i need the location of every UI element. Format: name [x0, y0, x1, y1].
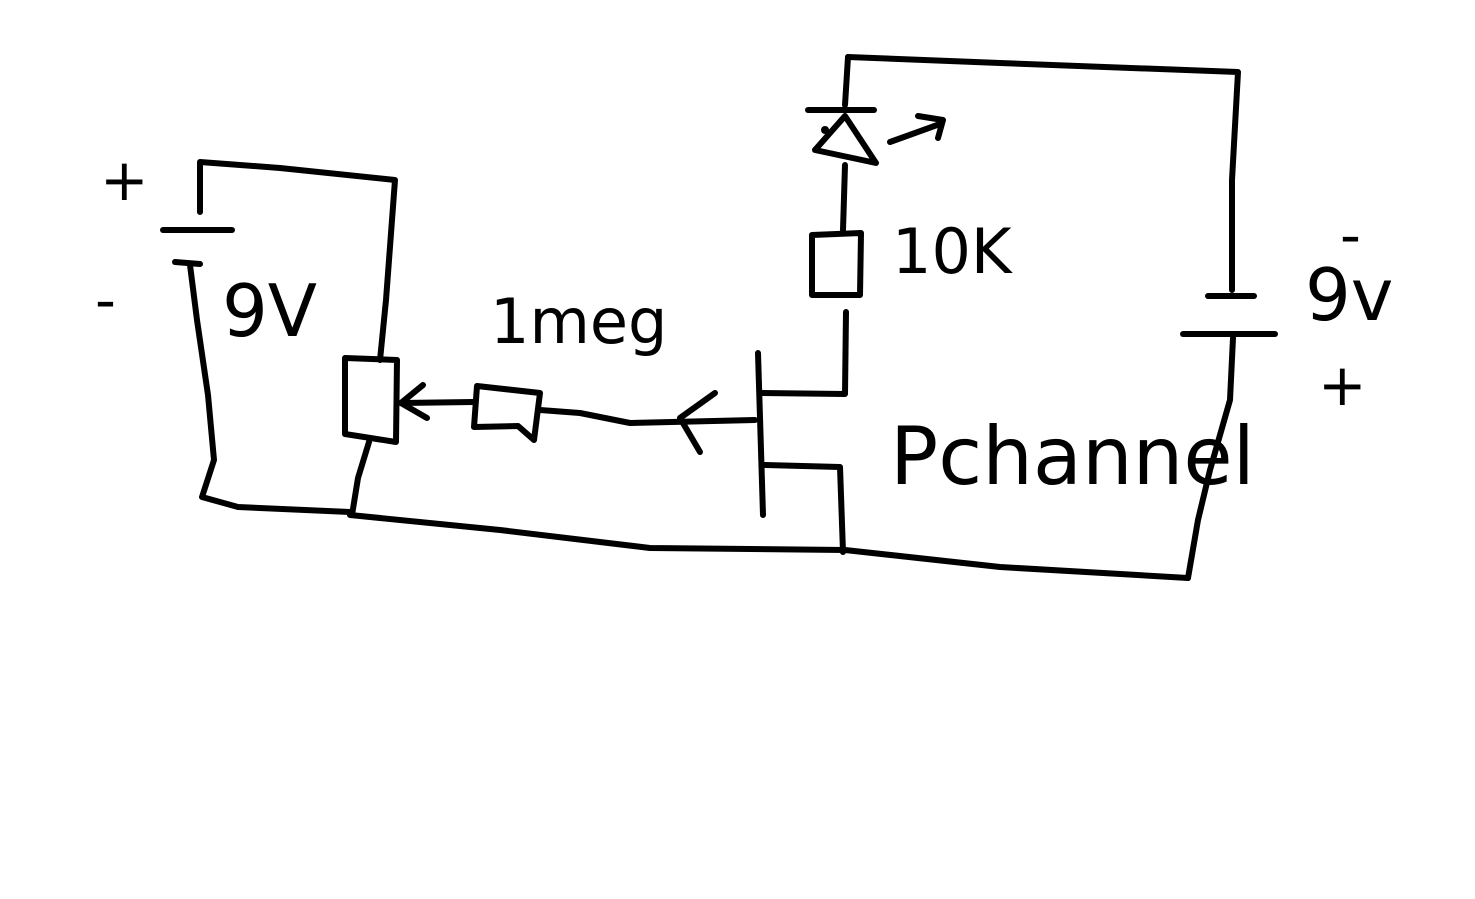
gate-wire-right: [537, 407, 758, 426]
gate-arrow: [677, 390, 718, 455]
led: [805, 54, 946, 166]
resistor-10k-label: 10K: [892, 215, 1013, 288]
led-dot: [821, 126, 829, 134]
left-battery-positive-label: +: [100, 146, 149, 214]
gate-wire-left: [398, 399, 476, 406]
left-battery-voltage-label: 9V: [222, 269, 317, 353]
resistor-10k: [809, 162, 864, 298]
mosfet-gate-plate: [755, 350, 766, 518]
right-battery-positive-label: +: [1318, 351, 1367, 419]
right-top-wire: [845, 54, 1241, 293]
right-battery-circuit: [845, 54, 1278, 581]
p-channel-mosfet: [755, 309, 849, 555]
left-battery-bottom-wire: [187, 262, 353, 515]
potentiometer: [342, 355, 430, 518]
led-emission-arrow: [887, 113, 946, 145]
led-triangle: [812, 113, 879, 166]
potentiometer-lower-lead: [349, 439, 372, 518]
resistor-10k-top-lead: [840, 162, 848, 233]
mosfet-source-lead: [762, 462, 846, 555]
led-top-lead: [842, 54, 851, 108]
right-side-wire: [1185, 335, 1236, 581]
left-battery-circuit: [160, 159, 398, 515]
gate-resistor: [398, 383, 758, 455]
resistor-1meg-label: 1meg: [490, 285, 667, 358]
left-battery-short-plate: [172, 259, 203, 267]
resistor-1meg-body: [471, 383, 543, 443]
bottom-return-wire: [347, 512, 1191, 581]
right-battery-voltage-label: 9v: [1305, 253, 1393, 337]
potentiometer-body: [342, 355, 400, 445]
left-battery-negative-label: -: [95, 266, 116, 334]
right-battery-negative-label: -: [1340, 201, 1361, 269]
transistor-label: Pchannel: [890, 410, 1255, 503]
left-battery-top-wire: [197, 159, 398, 363]
mosfet-drain-lead: [757, 309, 849, 397]
resistor-10k-body: [809, 230, 864, 298]
